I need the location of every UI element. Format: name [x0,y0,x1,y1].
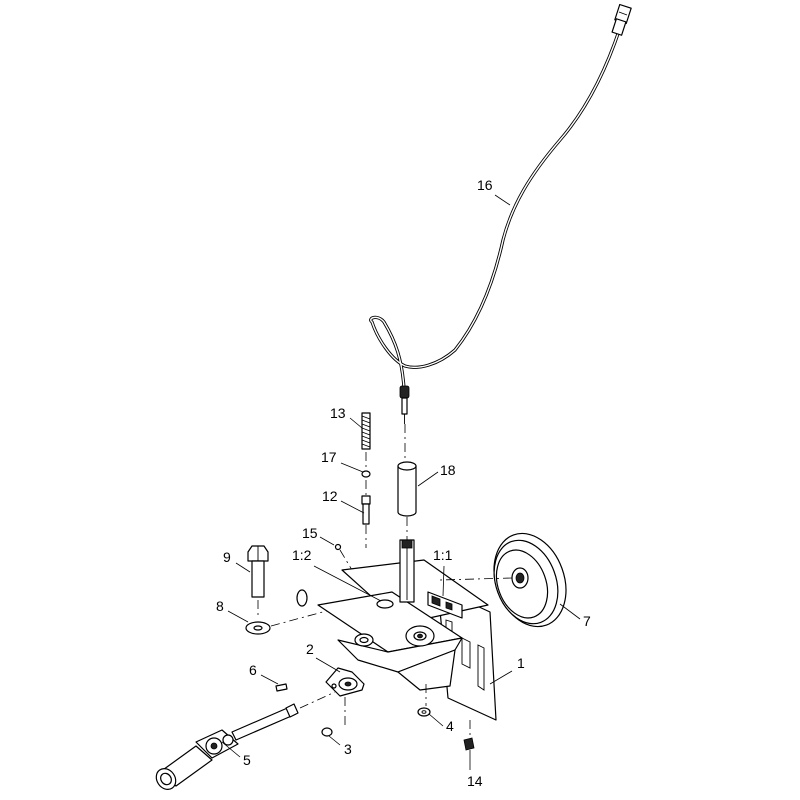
callout-leader-c6 [260,674,279,685]
rivet [321,727,333,737]
cable-assembly [369,3,632,424]
callout-label-c7: 7 [583,613,591,629]
callout-leader-c17 [340,462,364,473]
label-plate [427,591,463,619]
sleeve [397,424,417,540]
callout-label-c2: 2 [306,641,314,657]
callout-leader-c18 [417,471,439,487]
callout-label-c15: 15 [302,525,318,541]
nut [417,707,431,717]
callout-label-c18: 18 [440,462,456,478]
pin [361,480,371,548]
callout-label-c9: 9 [223,549,231,565]
callout-label-c5: 5 [243,752,251,768]
callout-label-c4: 4 [446,718,454,734]
lever-post [399,539,415,603]
small-ball [334,543,353,571]
spring [361,412,371,450]
cable-ferrule [399,385,410,424]
cable-connector [611,3,632,36]
callout-label-c1-1: 1:1 [433,547,453,563]
callout-labels: 1 1:1 1:2 2 3 4 5 6 7 8 9 12 13 14 15 16 17 18 [216,177,591,789]
callout-label-c17: 17 [321,449,337,465]
callout-leader-c9 [235,562,251,573]
callout-leader-c16 [494,194,511,206]
callout-leader-c8 [227,610,249,623]
callout-label-c3: 3 [344,741,352,757]
bearing-flange [325,667,365,728]
callout-leader-c13 [349,417,363,429]
pulley [439,532,567,628]
callout-label-c12: 12 [322,488,338,504]
callout-label-c1: 1 [517,655,525,671]
roller [354,633,374,647]
clip [463,720,475,751]
callout-leader-c15 [319,536,335,546]
callout-leader-c12 [340,500,365,514]
callout-leader-c1 [489,670,513,685]
callout-leader-c1-1 [442,565,445,597]
callout-label-c1-2: 1:2 [292,547,312,563]
callout-label-c13: 13 [330,405,346,421]
bracket-assembly [317,539,497,721]
callout-leader-c5 [221,741,241,758]
callout-label-c16: 16 [477,177,493,193]
callout-leader-c4 [428,713,444,727]
bracket-hole [376,599,394,609]
retaining-ring [361,452,371,478]
callout-leader-c1-2 [313,565,382,602]
callout-label-c8: 8 [216,598,224,614]
callout-leader-c7 [559,603,581,620]
callout-leader-c2 [315,657,341,673]
callout-leader-c3 [328,735,341,746]
key [275,683,288,692]
callout-label-c14: 14 [467,773,483,789]
small-disc [296,589,308,607]
idler-pulley [405,625,435,647]
washer [245,609,331,635]
drive-shaft [155,691,336,790]
bolt [247,545,269,618]
callout-label-c6: 6 [249,662,257,678]
